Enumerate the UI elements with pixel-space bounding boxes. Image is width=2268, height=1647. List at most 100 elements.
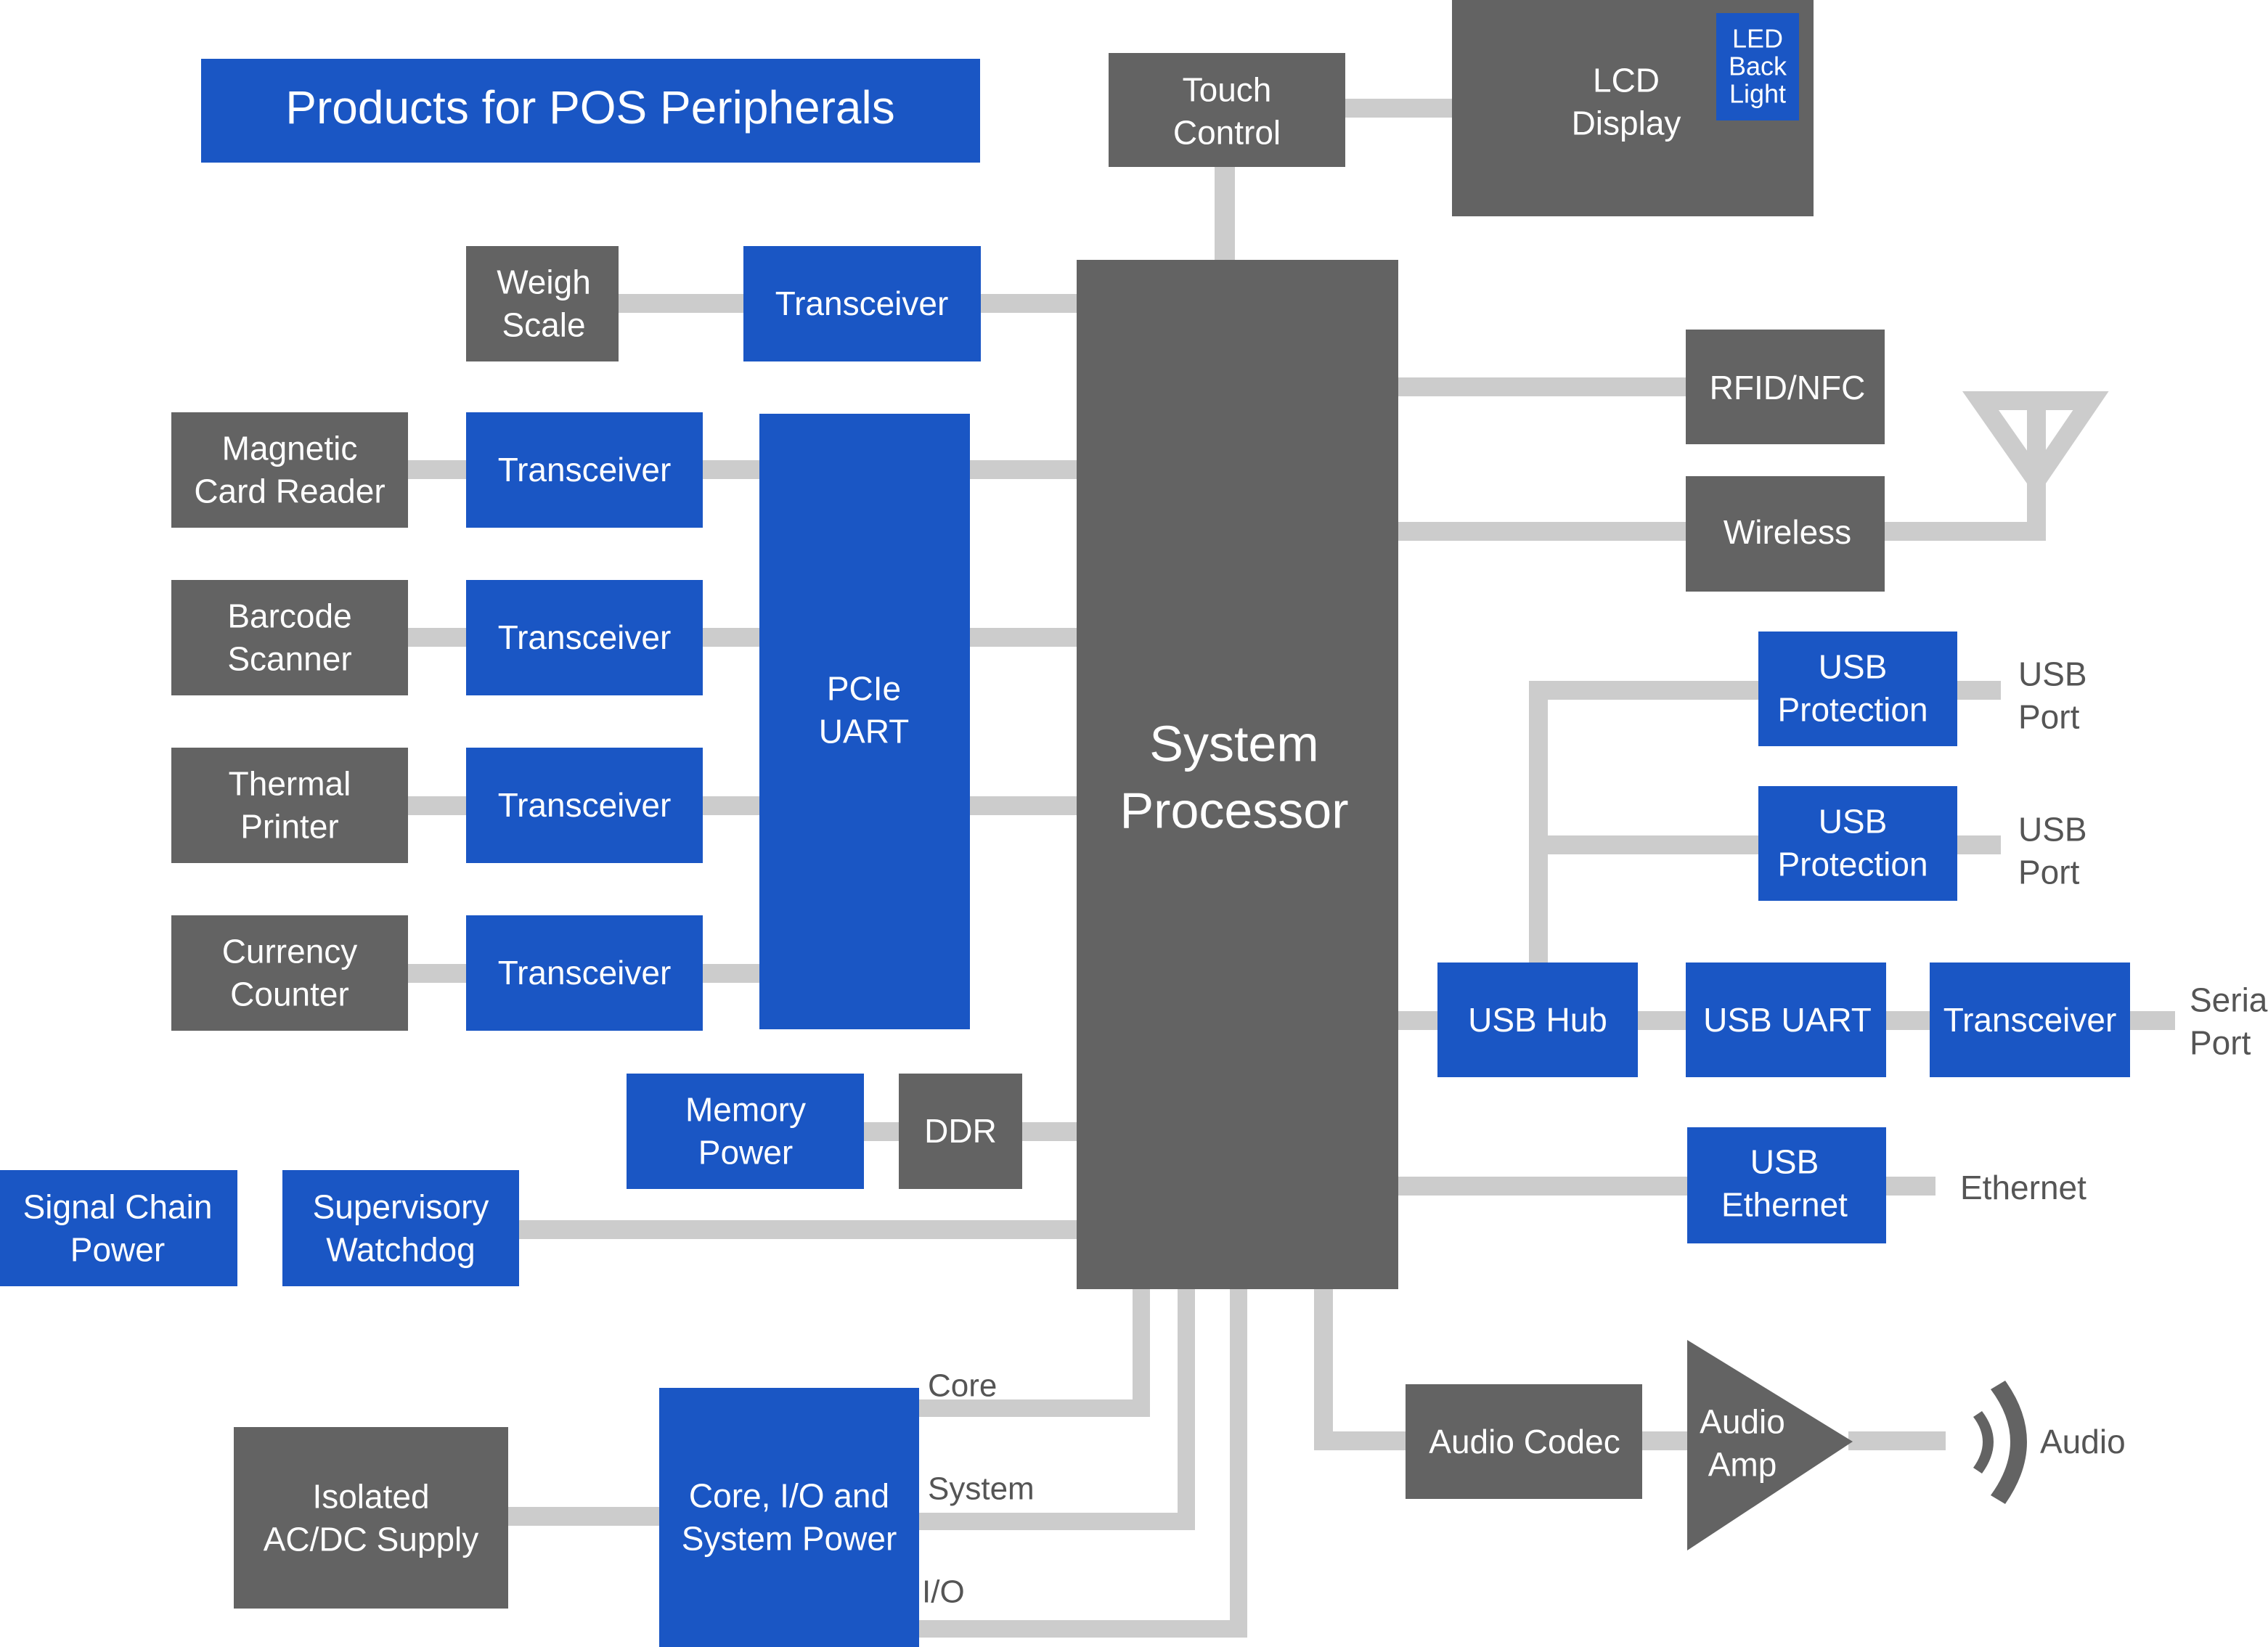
label-line: Power	[698, 1134, 793, 1172]
label-line: Serial	[2190, 981, 2268, 1019]
label-line: Power	[70, 1231, 165, 1269]
label-line: Watchdog	[326, 1231, 475, 1269]
label-line: LCD	[1593, 62, 1660, 99]
label-line: Display	[1572, 105, 1681, 142]
label-line: LED	[1732, 24, 1783, 54]
label-line: Touch	[1183, 71, 1272, 109]
audio-codec-block: Audio Codec	[1406, 1384, 1642, 1499]
label-line: USB UART	[1703, 1001, 1872, 1039]
transceiver-currency-block: Transceiver	[466, 915, 703, 1031]
ddr-block: DDR	[899, 1074, 1022, 1189]
label-line: USB	[1819, 803, 1888, 841]
label-line: Processor	[1119, 782, 1348, 839]
label-line: Card Reader	[194, 473, 385, 510]
connectors	[408, 99, 2175, 1638]
antenna-icon	[1962, 391, 2109, 497]
transceiver-serial-block: Transceiver	[1930, 963, 2130, 1077]
label-line: Port	[2190, 1024, 2251, 1062]
usb-hub-label: USB Hub	[1468, 1001, 1607, 1039]
transceiver-magnetic-block: Transceiver	[466, 412, 703, 528]
title-banner: Products for POS Peripherals	[201, 59, 980, 163]
transceiver-barcode-label: Transceiver	[498, 618, 672, 656]
label-line: Protection	[1777, 691, 1928, 729]
label-line: Port	[2018, 698, 2080, 736]
label-line: Thermal	[229, 765, 351, 803]
label-line: System	[928, 1471, 1035, 1506]
label-line: Transceiver	[775, 285, 949, 322]
transceiver-thermal-block: Transceiver	[466, 748, 703, 863]
transceiver-weigh-label: Transceiver	[775, 285, 949, 322]
label-line: Amp	[1708, 1446, 1777, 1484]
ethernet-label: Ethernet	[1960, 1169, 2087, 1206]
usb-port-1-label: USB Port	[2018, 655, 2087, 736]
transceiver-weigh-block: Transceiver	[743, 246, 981, 361]
label-line: Barcode	[227, 597, 351, 635]
label-line: Supervisory	[313, 1188, 489, 1226]
label-line: USB Hub	[1468, 1001, 1607, 1039]
label-line: I/O	[922, 1574, 965, 1609]
page-title: Products for POS Peripherals	[285, 81, 894, 134]
label-line: Light	[1729, 79, 1786, 109]
label-line: AC/DC Supply	[264, 1521, 479, 1558]
label-line: DDR	[924, 1112, 997, 1150]
label-line: Signal Chain	[23, 1188, 213, 1226]
transceiver-thermal-label: Transceiver	[498, 786, 672, 824]
usb-hub-block: USB Hub	[1437, 963, 1638, 1077]
label-line: RFID/NFC	[1710, 369, 1866, 406]
label-line: USB	[1819, 648, 1888, 686]
label-line: USB	[2018, 811, 2087, 849]
system-rail-label: System	[928, 1471, 1035, 1506]
label-line: Control	[1173, 114, 1281, 152]
usb-protection-1-block: USB Protection	[1758, 632, 1957, 746]
label-line: Transceiver	[498, 954, 672, 992]
label-line: System Power	[682, 1520, 897, 1558]
label-line: Isolated	[312, 1478, 429, 1516]
audio-label: Audio	[2040, 1423, 2126, 1460]
label-line: Magnetic	[222, 430, 358, 467]
label-line: Scanner	[227, 640, 351, 678]
label-line: Port	[2018, 854, 2080, 891]
audio-codec-label: Audio Codec	[1429, 1423, 1620, 1460]
label-line: USB	[2018, 655, 2087, 693]
usb-uart-label: USB UART	[1703, 1001, 1872, 1039]
label-line: Back	[1729, 52, 1787, 81]
label-line: Weigh	[497, 263, 591, 301]
transceiver-currency-label: Transceiver	[498, 954, 672, 992]
rfid-nfc-block: RFID/NFC	[1686, 330, 1885, 444]
speaker-icon	[1973, 1381, 2027, 1504]
label-line: Counter	[230, 976, 349, 1013]
transceiver-barcode-block: Transceiver	[466, 580, 703, 695]
transceiver-serial-label: Transceiver	[1943, 1001, 2117, 1039]
label-line: Memory	[685, 1091, 806, 1129]
label-line: Audio Codec	[1429, 1423, 1620, 1460]
usb-protection-1-label: USB Protection	[1777, 648, 1928, 729]
